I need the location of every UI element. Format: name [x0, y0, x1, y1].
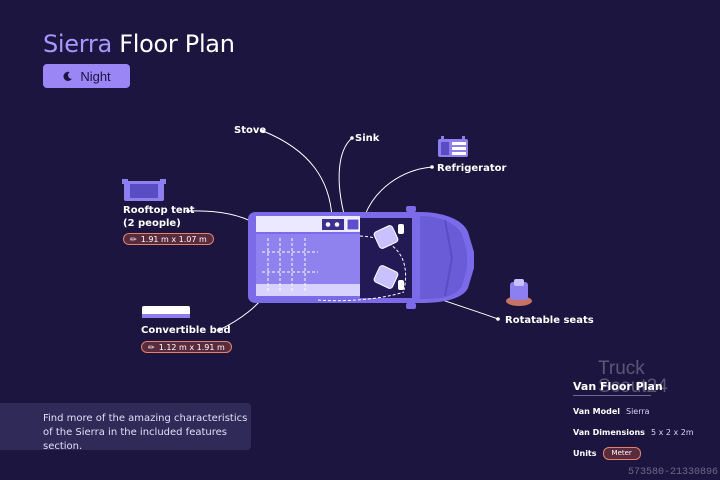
- features-info-card: Find more of the amazing characteristics…: [0, 403, 251, 452]
- ruler-icon: ✏: [148, 342, 155, 352]
- convertible-bed-dimension-badge: ✏ 1.12 m x 1.91 m: [141, 341, 232, 353]
- stove-label: Stove: [234, 125, 267, 136]
- features-info-line2: of the Sierra in the included features s…: [43, 427, 227, 452]
- spec-model-label: Van Model: [573, 406, 620, 416]
- spec-dimensions-value: 5 x 2 x 2m: [650, 427, 694, 437]
- convertible-bed-icon: [142, 306, 190, 318]
- night-mode-label: Night: [80, 68, 111, 84]
- units-toggle-button[interactable]: Meter: [602, 446, 641, 460]
- spec-row-model: Van Model Sierra: [573, 405, 713, 417]
- truckscout-watermark: Truck Scout24: [598, 358, 668, 397]
- van-spec-panel: Van Floor Plan Van Model Sierra Van Dime…: [573, 380, 713, 460]
- rooftop-tent-icon: [122, 179, 166, 201]
- sink-label: Sink: [355, 133, 380, 144]
- van-body: [248, 206, 474, 309]
- title-suffix: Floor Plan: [119, 30, 235, 58]
- spec-units-label: Units: [573, 448, 597, 458]
- spec-row-dimensions: Van Dimensions 5 x 2 x 2m: [573, 426, 713, 438]
- ruler-icon: ✏: [130, 234, 137, 244]
- watermark-line2: Scout24: [598, 376, 668, 397]
- rooftop-tent-label: Rooftop tent (2 people): [123, 204, 195, 230]
- night-mode-button[interactable]: Night: [43, 64, 130, 88]
- rooftop-tent-dimension-badge: ✏ 1.91 m x 1.07 m: [123, 233, 214, 245]
- stove-leader: [262, 130, 333, 219]
- spec-heading: Van Floor Plan: [573, 380, 663, 393]
- spec-dimensions-label: Van Dimensions: [573, 427, 645, 437]
- rooftop-tent-label-line2: (2 people): [123, 218, 181, 229]
- spec-divider: [573, 395, 651, 396]
- spec-row-units: Units Meter: [573, 446, 713, 460]
- rooftop-tent-dimension: 1.91 m x 1.07 m: [140, 234, 207, 244]
- sink-leader: [338, 137, 353, 219]
- title-van-name: Sierra: [43, 30, 112, 58]
- rotatable-seats-label: Rotatable seats: [505, 315, 594, 326]
- convertible-bed-label: Convertible bed: [141, 325, 231, 336]
- rooftop-tent-label-line1: Rooftop tent: [123, 205, 195, 216]
- refrigerator-icon: [438, 136, 468, 157]
- watermark-line1: Truck: [598, 358, 645, 379]
- spec-model-value: Sierra: [625, 406, 650, 416]
- moon-icon: [63, 71, 73, 81]
- watermark-image-id: 573580-21330896: [627, 467, 718, 478]
- features-info-line1: Find more of the amazing characteristics: [43, 413, 248, 424]
- refrigerator-label: Refrigerator: [437, 163, 507, 174]
- rotatable-seat-icon: [506, 279, 532, 306]
- convertible-bed-dimension: 1.12 m x 1.91 m: [158, 342, 225, 352]
- features-info-text: Find more of the amazing characteristics…: [43, 412, 251, 454]
- refrigerator-leader: [364, 166, 433, 216]
- page-title: Sierra Floor Plan: [43, 30, 235, 58]
